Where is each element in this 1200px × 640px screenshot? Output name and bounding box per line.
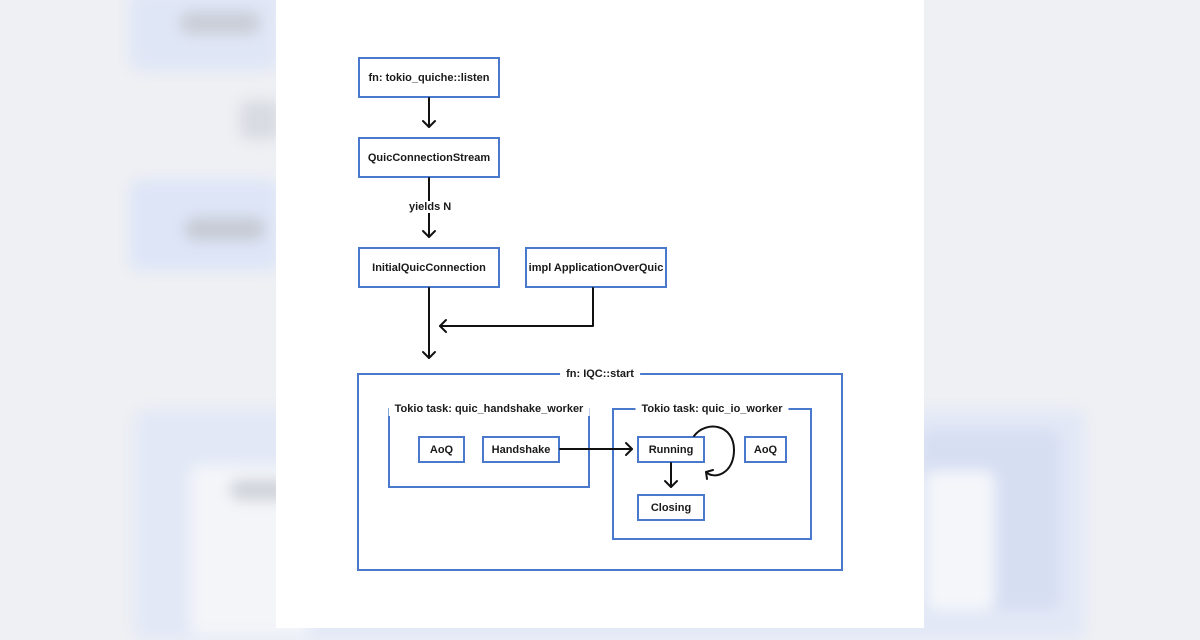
group-iqc-start: fn: IQC::start: [357, 367, 843, 571]
arrowhead-app-to-initial-line: [439, 319, 447, 333]
group-iqc-start-title: fn: IQC::start: [560, 367, 640, 381]
edge-label-yields-n: yields N: [409, 201, 452, 213]
group-handshake-worker: Tokio task: quic_handshake_worker: [388, 402, 590, 488]
diagram-panel: fn: IQC::start Tokio task: quic_handshak…: [276, 0, 924, 628]
node-handshake: Handshake: [482, 436, 560, 463]
arrow-app-to-initial-line: [439, 287, 594, 327]
node-quic-connection-stream: QuicConnectionStream: [358, 137, 500, 178]
node-aoq-left: AoQ: [418, 436, 465, 463]
node-initial-quic-connection: InitialQuicConnection: [358, 247, 500, 288]
node-running: Running: [637, 436, 705, 463]
node-aoq-right: AoQ: [744, 436, 787, 463]
group-io-worker-title: Tokio task: quic_io_worker: [635, 402, 789, 416]
node-impl-application-over-quic: impl ApplicationOverQuic: [525, 247, 667, 288]
node-closing: Closing: [637, 494, 705, 521]
arrowhead-initial-to-start: [422, 351, 436, 359]
arrowhead-handshake-to-running: [625, 442, 633, 456]
arrow-running-self-loop: [693, 425, 735, 477]
arrowhead-running-self-loop: [705, 469, 714, 480]
node-tokio-quiche-listen: fn: tokio_quiche::listen: [358, 57, 500, 98]
group-handshake-worker-title: Tokio task: quic_handshake_worker: [388, 402, 590, 416]
diagram-arrows: [422, 97, 735, 488]
arrowhead-running-to-closing: [664, 480, 678, 488]
arrowhead-stream-to-initial: [422, 230, 436, 238]
arrowhead-listen-to-stream: [422, 120, 436, 128]
group-io-worker: Tokio task: quic_io_worker: [612, 402, 812, 540]
